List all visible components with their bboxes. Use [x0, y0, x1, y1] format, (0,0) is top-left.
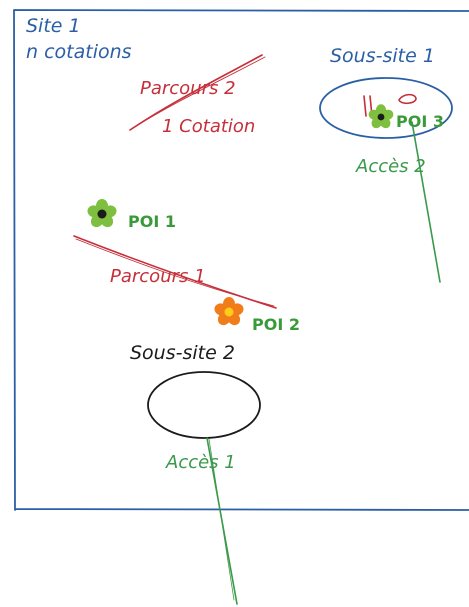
site-boundary: [13, 9, 469, 511]
sous-site-1-label: Sous-site 1: [330, 45, 435, 67]
sous-site-1-boundary: [319, 77, 453, 139]
sous-site-1-small-ring: [398, 93, 417, 105]
parcours-2-label: Parcours 2: [140, 78, 236, 99]
parcours-1-line-sketch: [75, 238, 275, 307]
site-subtitle: n cotations: [26, 41, 132, 63]
acces-2-line: [411, 121, 441, 283]
poi-3-label: POI 3: [396, 112, 444, 131]
parcours-1-label: Parcours 1: [110, 266, 206, 287]
acces-1-label: Accès 1: [165, 452, 236, 473]
poi-3-icon: [367, 104, 395, 131]
parcours-2-line-sketch: [132, 56, 266, 129]
site-title: Site 1: [26, 15, 81, 37]
acces-1-line-sketch: [208, 438, 235, 601]
poi-1-label: POI 1: [128, 212, 176, 231]
sous-site-2-label: Sous-site 2: [130, 342, 235, 364]
acces-2-label: Accès 2: [355, 156, 426, 177]
poi-1-icon: [85, 199, 119, 230]
sous-site-2-boundary: [147, 371, 261, 439]
parcours-2-note: 1 Cotation: [162, 116, 255, 137]
poi-2-label: POI 2: [252, 315, 300, 334]
poi-2-icon: [212, 297, 246, 328]
